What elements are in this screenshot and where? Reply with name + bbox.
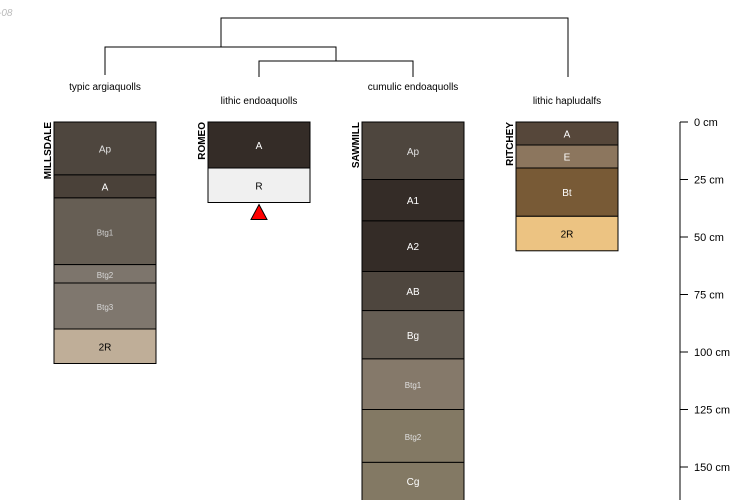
horizon-btg1 <box>53 197 157 266</box>
horizon-bt <box>515 167 619 217</box>
horizon-r <box>207 167 311 203</box>
axis-tick-label: 50 cm <box>694 232 724 244</box>
horizon-label: 2R <box>99 342 112 353</box>
axis-tick-label: 0 cm <box>694 117 718 129</box>
profile-name: SAWMILL <box>351 122 362 168</box>
horizon-cg <box>361 461 465 500</box>
taxon-label: typic argiaquolls <box>69 82 141 93</box>
horizon-2r <box>53 328 157 364</box>
horizon-label: Btg1 <box>405 381 422 390</box>
horizon-label: Btg2 <box>405 433 422 442</box>
horizon-btg1 <box>361 358 465 410</box>
profile-name: ROMEO <box>197 122 208 160</box>
horizon-a1 <box>361 179 465 222</box>
horizon-label: A <box>564 130 571 141</box>
horizon-label: A1 <box>407 196 420 207</box>
axis-tick-label: 125 cm <box>694 405 730 417</box>
horizon-label: Ap <box>407 147 420 158</box>
horizon-btg3 <box>53 282 157 330</box>
horizon-label: Cg <box>407 477 420 488</box>
taxon-label: cumulic endoaquolls <box>368 82 459 93</box>
horizon-a <box>207 121 311 169</box>
horizon-label: A <box>256 141 263 152</box>
horizon-bg <box>361 310 465 360</box>
horizon-label: Ap <box>99 144 112 155</box>
profile-name: RITCHEY <box>505 122 516 166</box>
axis-tick-label: 25 cm <box>694 175 724 187</box>
horizon-label: AB <box>406 287 420 298</box>
axis-tick-label: 75 cm <box>694 290 724 302</box>
horizon-label: Bg <box>407 331 419 342</box>
horizon-btg2 <box>361 409 465 463</box>
dendrogram <box>104 17 569 77</box>
horizon-label: Btg3 <box>97 303 114 312</box>
truncation-triangle-icon <box>250 203 268 220</box>
horizon-label: A2 <box>407 242 420 253</box>
corner-text: -08 <box>0 8 13 19</box>
horizon-label: 2R <box>561 230 574 241</box>
depth-axis: 0 cm 25 cm 50 cm 75 cm 100 cm 125 cm 150 cm <box>679 117 730 500</box>
taxon-label: lithic hapludalfs <box>533 96 601 107</box>
horizon-label: Btg2 <box>97 271 114 280</box>
axis-tick-label: 150 cm <box>694 462 730 474</box>
horizon-ab <box>361 271 465 312</box>
axis-tick-label: 100 cm <box>694 347 730 359</box>
profile-name: MILLSDALE <box>43 122 54 180</box>
horizon-label: E <box>564 153 571 164</box>
horizon-label: A <box>102 182 109 193</box>
taxon-label: lithic endoaquolls <box>221 96 298 107</box>
horizon-ap <box>361 121 465 180</box>
horizon-label: Btg1 <box>97 228 114 237</box>
horizon-2r <box>515 215 619 252</box>
horizon-ap <box>53 121 157 176</box>
horizon-label: R <box>255 181 262 192</box>
horizon-label: Bt <box>562 188 572 199</box>
